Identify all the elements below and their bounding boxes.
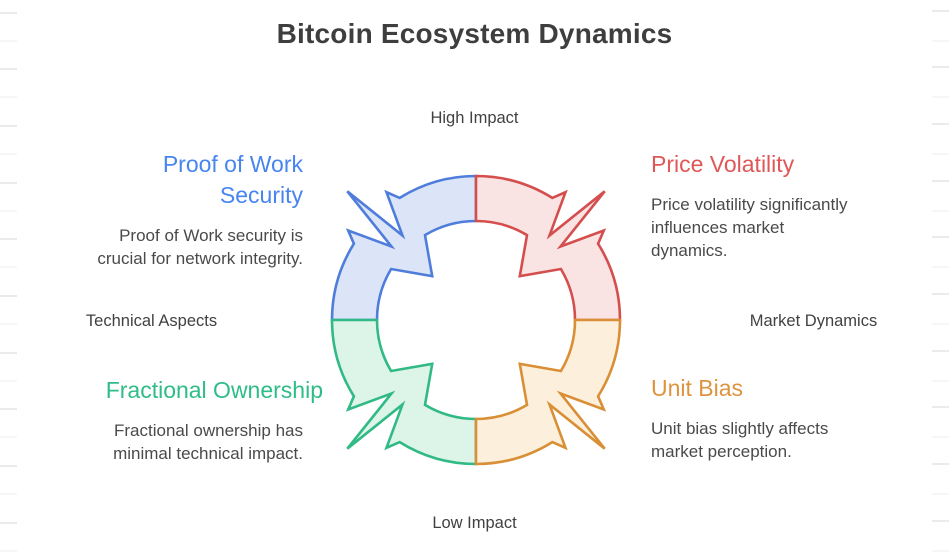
axis-label-low-impact: Low Impact: [432, 514, 517, 532]
quadrant-description: Price volatility significantly influence…: [651, 195, 848, 260]
arrow-segment-top-right: [474, 174, 622, 322]
page-ruling-left: [0, 0, 17, 560]
quadrant-fractional-ownership: Fractional Ownership Fractional ownershi…: [106, 375, 323, 465]
axis-label-market-dynamics: Market Dynamics: [749, 312, 878, 330]
quadrant-unit-bias: Unit Bias Unit bias slightly affects mar…: [651, 373, 828, 463]
diagram-title: Bitcoin Ecosystem Dynamics: [276, 18, 673, 49]
arrow-segment-bottom-left: [330, 318, 478, 466]
quadrant-heading: Fractional Ownership: [105, 377, 323, 403]
quadrant-heading: Unit Bias: [651, 375, 744, 401]
page-ruling-right: [932, 0, 949, 560]
arrow-segment-top-left: [330, 174, 478, 322]
arrow-segment-bottom-right: [474, 318, 622, 466]
quadrant-proof-of-work-security: Proof of Work Security Proof of Work sec…: [97, 149, 303, 270]
quadrant-description: Unit bias slightly affects market percep…: [651, 419, 829, 461]
quadrant-heading: Proof of Work Security: [162, 151, 303, 208]
cycle-arrows-graphic: [330, 174, 622, 466]
quadrant-description: Proof of Work security is crucial for ne…: [97, 226, 303, 268]
quadrant-description: Fractional ownership has minimal technic…: [113, 421, 303, 463]
quadrant-heading: Price Volatility: [651, 151, 795, 177]
axis-label-technical-aspects: Technical Aspects: [85, 312, 218, 330]
axis-label-high-impact: High Impact: [430, 109, 519, 127]
quadrant-price-volatility: Price Volatility Price volatility signif…: [651, 149, 848, 262]
